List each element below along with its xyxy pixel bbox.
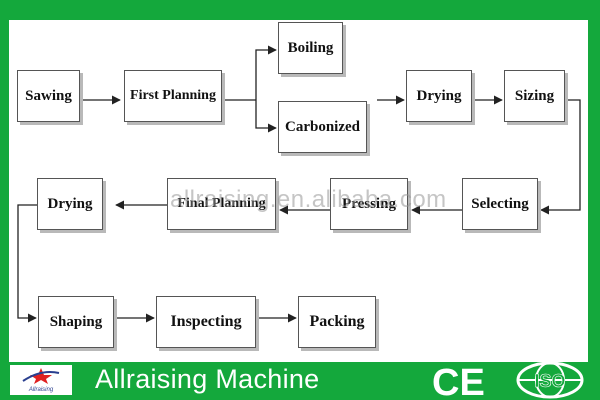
node-sawing-label: Sawing xyxy=(25,87,72,104)
node-drying-1-label: Drying xyxy=(416,87,462,104)
node-carbonized-label: Carbonized xyxy=(285,118,360,135)
brand-logo-text: Allraising xyxy=(28,387,54,393)
node-inspecting: Inspecting xyxy=(156,296,256,348)
node-drying-2-label: Drying xyxy=(47,195,93,212)
node-packing: Packing xyxy=(298,296,376,348)
ce-mark-icon: CE xyxy=(432,362,485,400)
brand-logo: Allraising xyxy=(10,365,72,395)
arrow-split-boiling xyxy=(255,45,277,100)
node-sizing: Sizing xyxy=(504,70,565,122)
node-shaping-label: Shaping xyxy=(49,313,103,330)
node-selecting-label: Selecting xyxy=(471,195,529,212)
node-drying-1: Drying xyxy=(406,70,472,122)
arrow-drying-shaping xyxy=(17,204,37,323)
node-boiling: Boiling xyxy=(278,22,343,74)
node-pressing: Pressing xyxy=(330,178,408,230)
node-first-planning-label: First Planning xyxy=(130,88,216,103)
arrow-split-carbonized xyxy=(255,100,277,133)
node-pressing-label: Pressing xyxy=(342,195,396,212)
node-final-planning-label: Final Planning xyxy=(177,196,266,211)
node-drying-2: Drying xyxy=(37,178,103,230)
node-selecting: Selecting xyxy=(462,178,538,230)
node-final-planning: Final Planning xyxy=(167,178,276,230)
node-boiling-label: Boiling xyxy=(287,39,334,56)
ce-mark-text: CE xyxy=(432,362,485,400)
node-sawing: Sawing xyxy=(17,70,80,122)
node-sizing-label: Sizing xyxy=(514,87,555,104)
star-logo-icon xyxy=(22,368,60,384)
node-packing-label: Packing xyxy=(309,313,365,330)
node-first-planning: First Planning xyxy=(124,70,222,122)
node-inspecting-label: Inspecting xyxy=(170,313,242,330)
node-shaping: Shaping xyxy=(38,296,114,348)
iso-mark-icon: ISO xyxy=(516,361,584,399)
arrow-sizing-selecting xyxy=(540,99,581,215)
iso-mark-text: ISO xyxy=(534,371,565,391)
node-carbonized: Carbonized xyxy=(278,101,367,153)
footer-title: Allraising Machine xyxy=(95,364,320,394)
